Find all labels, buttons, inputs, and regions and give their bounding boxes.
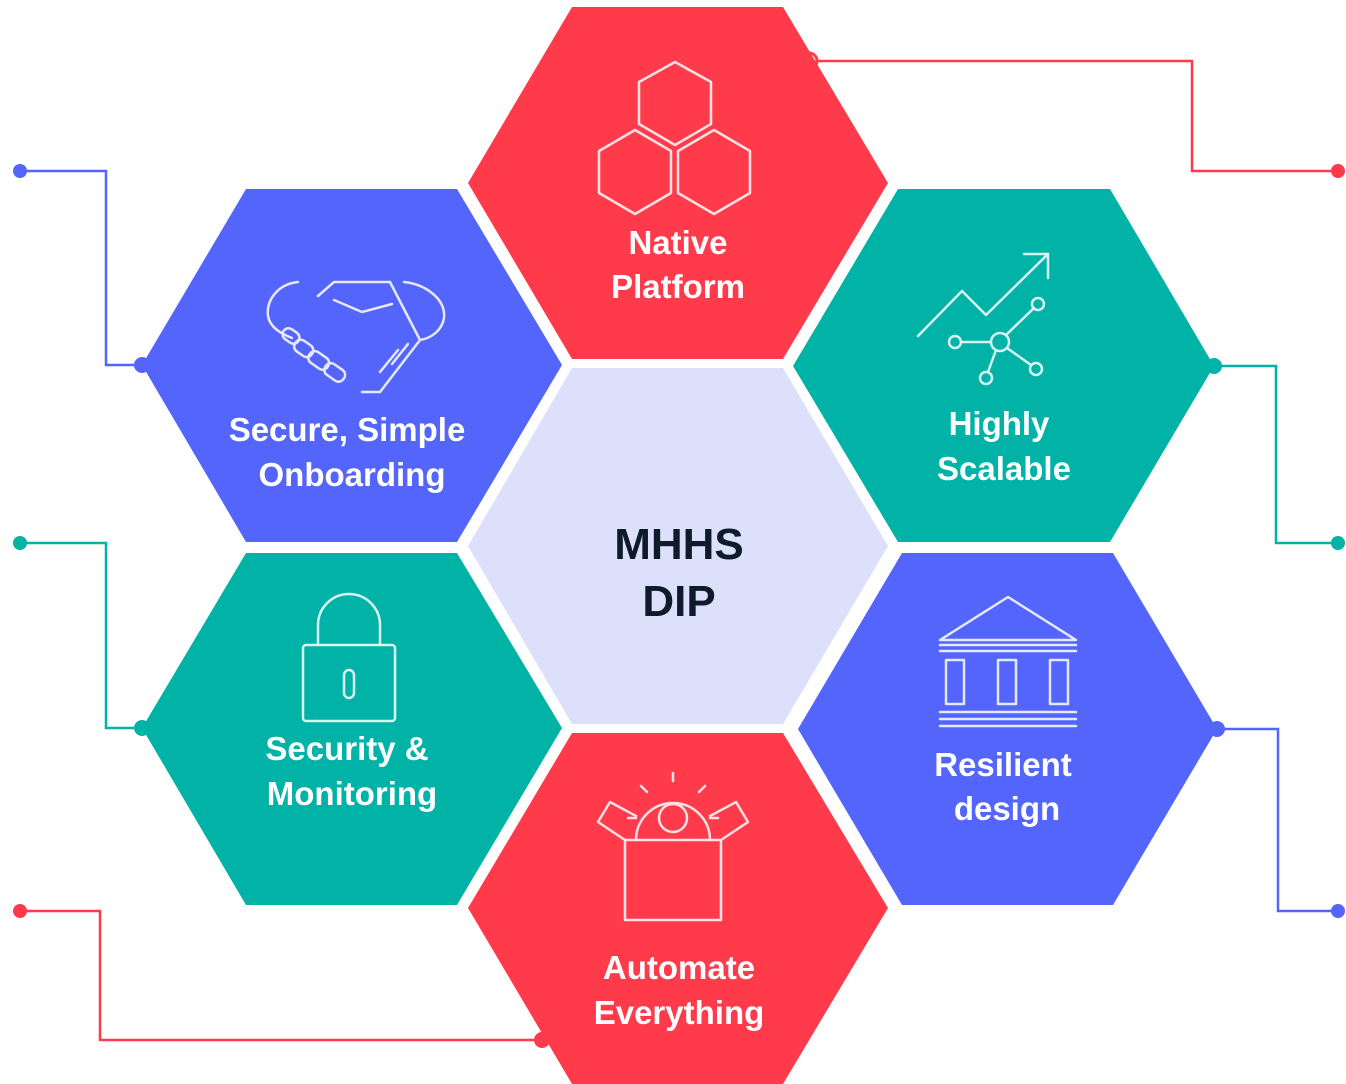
gear-box-icon	[596, 771, 750, 922]
hexagon-cluster-icon	[597, 60, 752, 216]
label-automate-everything-line2: Everything	[594, 994, 765, 1031]
label-native-platform-line1: Native	[628, 224, 727, 261]
handshake-icon	[266, 280, 446, 394]
label-secure-onboarding-line2: Onboarding	[259, 456, 446, 493]
padlock-icon	[301, 592, 397, 723]
connector-security-monitoring	[13, 536, 150, 736]
label-native-platform-line2: Platform	[611, 268, 745, 305]
hexagon-secure-onboarding	[142, 189, 562, 542]
connector-native-platform	[799, 51, 1345, 178]
pillared-building-icon	[938, 595, 1078, 728]
hexagon-labels: Native Platform Highly Scalable Resilien…	[229, 224, 1072, 1031]
label-automate-everything-line1: Automate	[603, 949, 755, 986]
hexagon-resilient-design	[798, 553, 1217, 905]
label-highly-scalable-line2: Scalable	[937, 450, 1071, 487]
connector-end-dot	[1331, 536, 1345, 550]
connector-end-dot	[13, 536, 27, 550]
connector-end-dot	[13, 164, 27, 178]
label-resilient-design-line2: design	[954, 790, 1060, 827]
hexagon-automate-everything	[468, 733, 888, 1084]
connector-end-dot	[13, 904, 27, 918]
connector-end-dot	[1331, 164, 1345, 178]
growth-network-icon	[916, 252, 1050, 386]
hexagon-center	[468, 368, 888, 724]
hexagons	[142, 7, 1217, 1084]
label-highly-scalable-line1: Highly	[949, 405, 1050, 442]
center-title-line2: DIP	[642, 577, 715, 626]
hexagon-security-monitoring	[142, 553, 562, 905]
label-security-monitoring-line2: Monitoring	[267, 775, 437, 812]
center-title-line1: MHHS	[614, 520, 744, 569]
connector-automate-everything	[13, 904, 550, 1048]
hexagon-highly-scalable	[793, 189, 1214, 542]
label-secure-onboarding-line1: Secure, Simple	[229, 411, 466, 448]
connector-highly-scalable	[1206, 358, 1345, 550]
label-resilient-design-line1: Resilient	[934, 746, 1072, 783]
connector-end-dot	[1331, 904, 1345, 918]
connector-secure-onboarding	[13, 164, 150, 373]
connector-resilient-design	[1209, 721, 1345, 918]
label-security-monitoring-line1: Security &	[265, 730, 428, 767]
